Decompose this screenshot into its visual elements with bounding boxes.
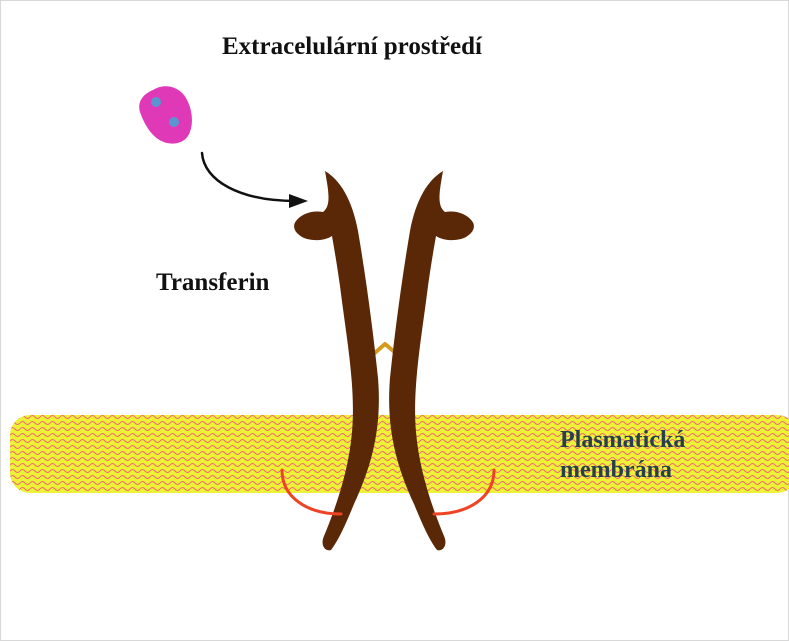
membrane-label-line-1: Plasmatická xyxy=(560,425,685,455)
iron-ligand xyxy=(139,86,192,143)
right-transferrin-chain xyxy=(389,171,474,550)
ligand-dot-1 xyxy=(151,97,161,107)
transferin-label: Transferin xyxy=(156,269,269,298)
membrane-label-line-2: membrána xyxy=(560,455,685,485)
ligand-dot-2 xyxy=(169,117,179,127)
membrane-label: Plasmatická membrána xyxy=(560,425,685,485)
binding-arrow xyxy=(202,153,296,201)
binding-arrowhead xyxy=(289,194,308,208)
extracellular-label: Extracelulární prostředí xyxy=(222,33,482,62)
left-transferrin-chain xyxy=(294,171,379,550)
